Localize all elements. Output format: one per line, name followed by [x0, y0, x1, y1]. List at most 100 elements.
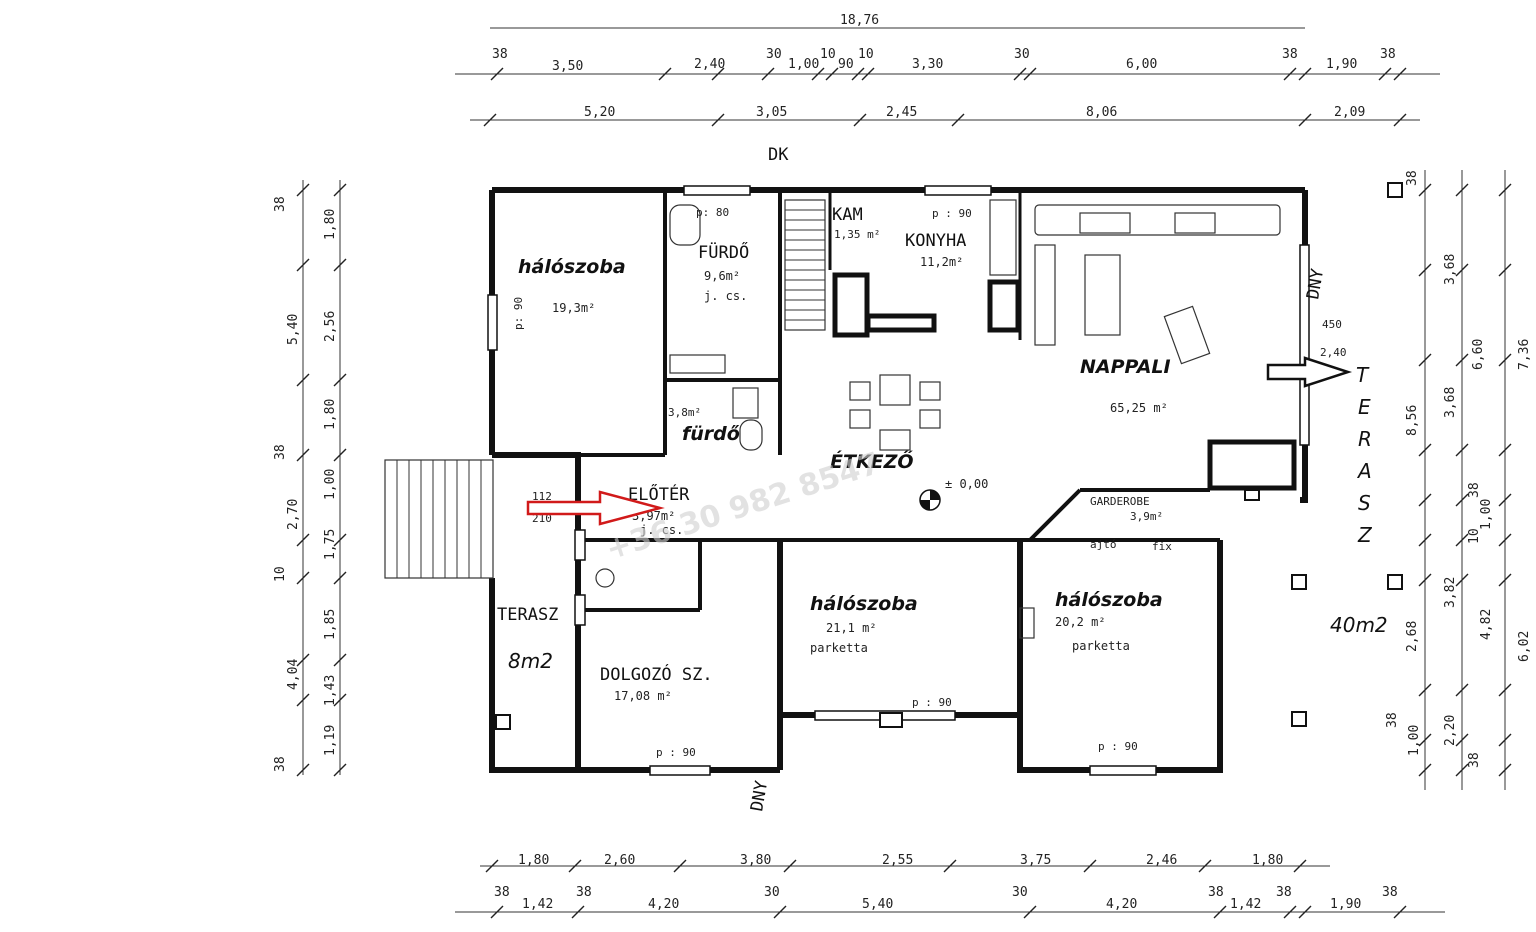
right-dimensions: 38 3,68 6,60 7,36 3,68 8,56 38 1,00 10 3…: [1385, 170, 1532, 790]
dim-bot-r2-8: 38: [1208, 885, 1224, 900]
dim-bot-r2-6: 30: [1012, 885, 1028, 900]
hall-name: ELŐTÉR: [628, 483, 690, 505]
dim-bot-r1-3: 2,55: [882, 853, 913, 868]
dim-tick: [1283, 905, 1297, 919]
dim-tick: [1498, 763, 1512, 777]
kitchen-name: KONYHA: [905, 231, 966, 251]
label-dny: DNY: [1303, 267, 1328, 301]
dim-right-1: 3,68: [1443, 254, 1458, 285]
windows: [487, 185, 1310, 776]
dim-tick: [1293, 859, 1307, 873]
dim-bot-r1-5: 2,46: [1146, 853, 1177, 868]
dim-tick: [1298, 67, 1312, 81]
dim-bot-r1-1: 2,60: [604, 853, 635, 868]
dim-tick: [1455, 353, 1469, 367]
wardrobe-name: GARDEROBE: [1090, 495, 1150, 508]
dining-level: ± 0,00: [945, 477, 988, 491]
dim-tick: [1498, 493, 1512, 507]
dim-tick: [673, 859, 687, 873]
dim-right-3: 7,36: [1517, 339, 1532, 370]
dim-tick: [1023, 905, 1037, 919]
furniture: [495, 182, 1403, 730]
dim-tick: [825, 67, 839, 81]
dim-tick: [333, 571, 347, 585]
dim-right-9: 3,82: [1443, 577, 1458, 608]
dim-tick: [333, 763, 347, 777]
dim-top-r1-7: 10: [858, 47, 874, 62]
dim-top-r1-10: 6,00: [1126, 57, 1157, 72]
dim-bot-r1-6: 1,80: [1252, 853, 1283, 868]
dim-right-12: 2,68: [1405, 621, 1420, 652]
dim-tick: [333, 373, 347, 387]
dim-tick: [1418, 353, 1432, 367]
dim-tick: [1455, 573, 1469, 587]
label-dny-bottom: DNY: [747, 779, 772, 813]
dim-top-r2-3: 8,06: [1086, 105, 1117, 120]
dim-right-4: 3,68: [1443, 387, 1458, 418]
office-name: DOLGOZÓ SZ.: [600, 663, 713, 685]
dim-tick: [333, 693, 347, 707]
dim-bot-r1-2: 3,80: [740, 853, 771, 868]
dim-tick: [333, 183, 347, 197]
dim-tick: [296, 448, 310, 462]
dim-tick: [296, 373, 310, 387]
bedroom2-window: p : 90: [912, 696, 952, 709]
bath2-area: 3,8m²: [668, 406, 701, 419]
dim-tick: [296, 533, 310, 547]
office-window: p : 90: [656, 746, 696, 759]
dim-bot-r2-0: 38: [494, 885, 510, 900]
dim-left-i-7: 1,19: [323, 725, 338, 756]
dim-left-i-0: 1,80: [323, 209, 338, 240]
dim-top-r2-2: 2,45: [886, 105, 917, 120]
dim-left-i-6: 1,43: [323, 675, 338, 706]
bedroom2-name: hálószoba: [810, 593, 918, 615]
bedroom2-floor: parketta: [810, 641, 868, 655]
dim-bot-r2-7: 4,20: [1106, 897, 1137, 912]
dim-tick: [485, 859, 499, 873]
dim-right-8: 10: [1467, 528, 1482, 544]
terrace-letter-4: S: [1358, 491, 1371, 515]
dim-right-7: 1,00: [1479, 499, 1494, 530]
dim-right-2: 6,60: [1471, 339, 1486, 370]
bedroom1-area: 19,3m²: [552, 301, 595, 315]
dim-tick: [711, 113, 725, 127]
living-area: 65,25 m²: [1110, 401, 1168, 415]
dim-tick: [783, 859, 797, 873]
dim-tick: [296, 258, 310, 272]
terrace-letter-1: E: [1358, 395, 1371, 419]
dim-bot-r2-4: 30: [764, 885, 780, 900]
interior-walls: [492, 190, 1297, 612]
dim-bot-r1-0: 1,80: [518, 853, 549, 868]
dim-left-o-1: 5,40: [286, 314, 301, 345]
pantry-area: 1,35 m²: [834, 228, 880, 241]
dim-left-i-5: 1,85: [323, 609, 338, 640]
terrace-letter-3: A: [1356, 459, 1372, 483]
dim-tick: [1213, 905, 1227, 919]
dim-tick: [1298, 113, 1312, 127]
dim-tick: [1418, 493, 1432, 507]
dim-bot-r2-1: 1,42: [522, 897, 553, 912]
bath1-note: j. cs.: [704, 289, 747, 303]
bath1-area: 9,6m²: [704, 269, 740, 283]
dim-tick: [333, 448, 347, 462]
bath1-name: FÜRDŐ: [698, 241, 749, 263]
dim-right-15: 1,00: [1407, 725, 1422, 756]
dim-tick: [1023, 67, 1037, 81]
dim-right-0: 38: [1405, 170, 1420, 186]
dim-top-r1-5: 10: [820, 47, 836, 62]
kitchen-window: p : 90: [932, 207, 972, 220]
dim-tick: [811, 67, 825, 81]
entrance-arrow: [526, 490, 665, 526]
dim-tick: [1498, 443, 1512, 457]
dim-tick: [490, 67, 504, 81]
dim-tick: [1455, 733, 1469, 747]
dim-tick: [1298, 905, 1312, 919]
dim-tick: [333, 258, 347, 272]
dim-right-14: 2,20: [1443, 715, 1458, 746]
dim-tick: [333, 533, 347, 547]
office-area: 17,08 m²: [614, 689, 672, 703]
terrace-small-area: 8m2: [508, 649, 553, 673]
kitchen-area: 11,2m²: [920, 255, 963, 269]
dim-tick: [1083, 859, 1097, 873]
dim-left-o-0: 38: [273, 196, 288, 212]
